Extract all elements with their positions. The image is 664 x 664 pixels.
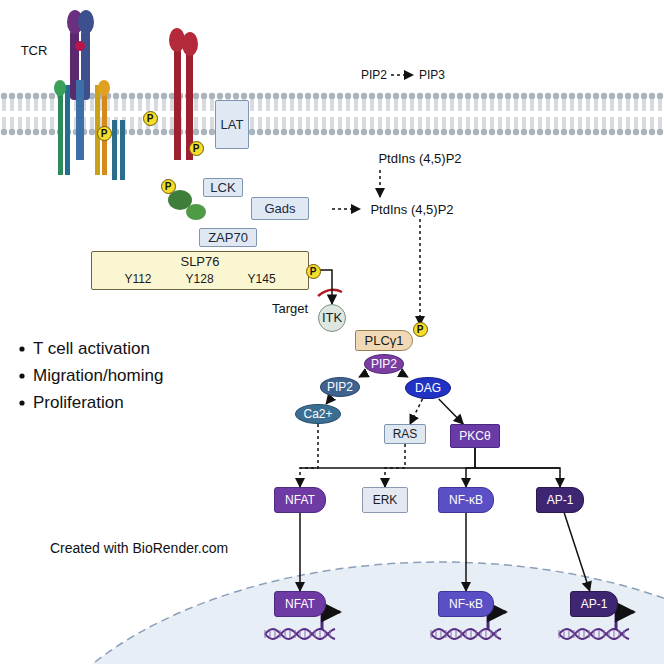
node-label: ERK bbox=[373, 493, 398, 507]
protein-node: AP-1 bbox=[536, 487, 585, 513]
outcome-item: T cell activation bbox=[33, 339, 150, 359]
outcome-item: Migration/homing bbox=[33, 366, 163, 386]
protein-node: ITK bbox=[318, 304, 346, 332]
protein-node: NF-κB bbox=[438, 487, 494, 513]
nuclear-factor: AP-1 bbox=[570, 591, 619, 617]
adaptor-box: SLP76Y112 Y128 Y145 bbox=[91, 251, 309, 290]
inhibitor-symbol bbox=[318, 290, 342, 296]
bullet bbox=[19, 373, 24, 378]
protein-node: LCK bbox=[203, 178, 242, 197]
residue-label: Y145 bbox=[248, 272, 276, 286]
node-label: PKCθ bbox=[459, 429, 490, 443]
protein-node: PIP2 bbox=[320, 377, 360, 397]
lipid-name: PIP2 bbox=[361, 68, 387, 82]
node-label: RAS bbox=[393, 427, 418, 441]
node-label: Gads bbox=[264, 201, 295, 216]
signal-arrow bbox=[402, 374, 408, 377]
complex-name: TCR bbox=[21, 43, 48, 58]
node-label: NF-κB bbox=[449, 597, 483, 611]
protein-node: Ca2+ bbox=[295, 404, 340, 424]
signal-arrow bbox=[475, 448, 560, 487]
signal-arrow bbox=[385, 444, 405, 487]
target-label: Target bbox=[272, 301, 308, 316]
dashed-arrow bbox=[332, 208, 360, 210]
phospho-mark: P bbox=[413, 322, 428, 337]
conversion-arrow bbox=[391, 74, 413, 76]
phospho-mark: P bbox=[97, 126, 112, 141]
signal-arrow bbox=[299, 513, 301, 591]
protein-node: PKCθ bbox=[450, 424, 499, 448]
phospho-mark: P bbox=[143, 111, 158, 126]
node-label: AP-1 bbox=[581, 597, 608, 611]
outcome-item: Proliferation bbox=[33, 393, 124, 413]
node-label: ZAP70 bbox=[208, 230, 248, 245]
node-label: LAT bbox=[221, 117, 244, 132]
dashed-arrow bbox=[379, 170, 381, 197]
signal-arrow bbox=[410, 399, 422, 424]
node-label: NFAT bbox=[285, 597, 315, 611]
node-label: PIP2 bbox=[371, 357, 397, 371]
protein-node: LAT bbox=[215, 100, 250, 149]
lipid-name: PtdIns (4,5)P2 bbox=[378, 151, 461, 166]
node-label: Ca2+ bbox=[303, 407, 332, 421]
bullet bbox=[19, 400, 24, 405]
phospho-mark: P bbox=[161, 179, 176, 194]
nuclear-factor: NFAT bbox=[274, 591, 326, 617]
nucleus bbox=[10, 562, 664, 664]
signal-arrow bbox=[465, 513, 467, 591]
node-label: AP-1 bbox=[547, 493, 574, 507]
node-label: DAG bbox=[415, 381, 441, 395]
protein-node: NFAT bbox=[274, 487, 326, 513]
protein-node: DAG bbox=[405, 377, 451, 399]
node-label: NF-κB bbox=[449, 493, 483, 507]
residue-label: Y128 bbox=[186, 272, 214, 286]
signal-arrow bbox=[466, 448, 475, 487]
credit-note: Created with BioRender.com bbox=[50, 540, 228, 556]
protein-node: ERK bbox=[362, 487, 409, 513]
lipid-name: PIP3 bbox=[419, 68, 445, 82]
phospho-mark: P bbox=[306, 264, 321, 279]
protein-node: PLCγ1 bbox=[355, 330, 412, 351]
bullet bbox=[19, 346, 24, 351]
node-label: PLCγ1 bbox=[364, 333, 403, 348]
protein-node: ZAP70 bbox=[199, 228, 257, 247]
residue-row: Y112 Y128 Y145 bbox=[124, 272, 275, 286]
tcr-complex bbox=[54, 10, 125, 180]
node-label: SLP76 bbox=[180, 254, 219, 269]
phospho-mark: P bbox=[189, 141, 204, 156]
signal-arrow bbox=[564, 513, 590, 591]
node-label: PIP2 bbox=[327, 380, 353, 394]
signal-arrow bbox=[439, 399, 463, 424]
signal-arrow bbox=[300, 424, 318, 487]
signal-arrow bbox=[359, 374, 365, 377]
residue-label: Y112 bbox=[124, 272, 151, 286]
dashed-arrow bbox=[419, 219, 421, 325]
node-label: ITK bbox=[322, 310, 342, 325]
nuclear-factor: NF-κB bbox=[438, 591, 494, 617]
protein-node: PIP2 bbox=[364, 354, 404, 374]
lipid-name: PtdIns (4,5)P2 bbox=[370, 202, 453, 217]
node-label: LCK bbox=[210, 180, 235, 195]
node-label: NFAT bbox=[285, 493, 315, 507]
signal-arrow bbox=[326, 397, 332, 404]
protein-node: Gads bbox=[251, 197, 308, 220]
protein-node: RAS bbox=[384, 424, 427, 444]
